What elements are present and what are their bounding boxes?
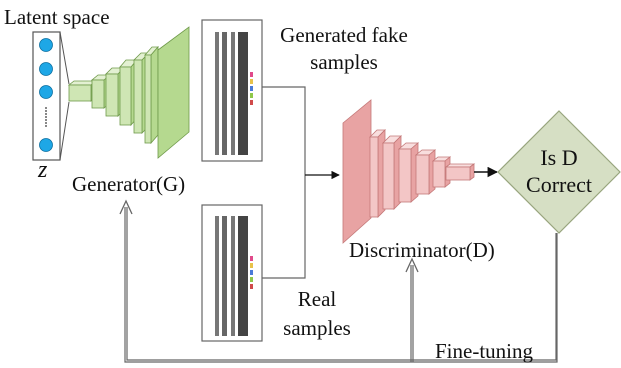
discriminator-layer — [414, 149, 437, 195]
latent-node — [39, 85, 53, 99]
latent-ellipsis-dots — [45, 107, 47, 127]
generator-network — [67, 26, 190, 159]
latent-node — [39, 138, 53, 152]
generated-samples-label-line1: Generated fake — [280, 23, 408, 47]
latent-node — [39, 62, 53, 76]
feedback-arrow-generator — [119, 199, 133, 215]
latent-vector — [32, 31, 70, 161]
projection-line — [59, 101, 70, 161]
fine-tuning-label: Fine-tuning — [435, 339, 533, 363]
feedback-arrow-discriminator — [405, 257, 419, 273]
generator-layer — [144, 45, 159, 145]
projection-line — [59, 31, 70, 85]
discriminator-network — [342, 99, 476, 244]
decision-diamond — [497, 110, 621, 234]
latent-space-label: Latent space — [4, 5, 110, 29]
generated-samples-panel — [201, 19, 263, 162]
latent-node — [39, 38, 53, 52]
real-samples-panel — [201, 204, 263, 342]
real-samples-label-line1: Real — [297, 287, 337, 311]
generator-label: Generator(G) — [72, 172, 186, 196]
z-label: z — [38, 157, 48, 183]
decision-label-line2: Correct — [526, 172, 592, 197]
samples-to-discriminator-connector — [262, 86, 340, 279]
discriminator-layer — [397, 142, 420, 203]
fine-tuning-feedback — [124, 207, 558, 363]
discriminator-label: Discriminator(D) — [349, 238, 495, 262]
real-samples-label-line2: samples — [283, 316, 351, 340]
discriminator-input-layer — [342, 99, 372, 244]
generator-output-layer — [157, 26, 190, 159]
discriminator-layer — [382, 135, 402, 210]
decision-label-line1: Is D — [540, 145, 578, 170]
generated-samples-label-line2: samples — [310, 50, 378, 74]
discriminator-output-layer — [444, 163, 476, 181]
